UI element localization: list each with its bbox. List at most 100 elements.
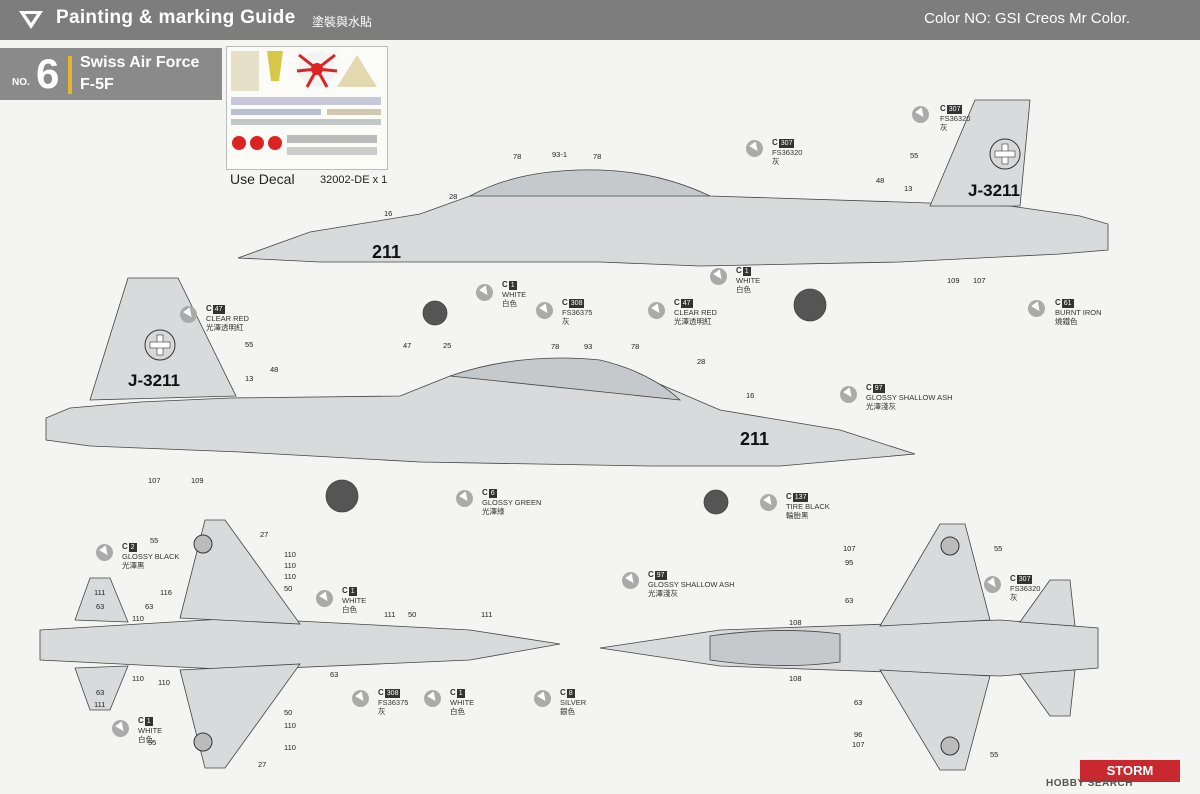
part-number: 110 xyxy=(284,550,296,559)
plan-view-top-fuselage xyxy=(599,619,1099,677)
color-callout-icon xyxy=(456,490,473,507)
part-number: 107 xyxy=(973,276,986,285)
part-number: 55 xyxy=(990,750,999,759)
side-view-right-canopy xyxy=(468,169,711,197)
part-number: 107 xyxy=(148,476,161,485)
part-number: 27 xyxy=(258,760,267,769)
part-number: 27 xyxy=(260,530,269,539)
side-view-left-nose-wheel xyxy=(703,489,729,515)
part-number: 63 xyxy=(96,688,105,697)
part-number: 55 xyxy=(910,151,919,160)
part-number: 16 xyxy=(746,391,755,400)
watermark: HOBBY SEARCH xyxy=(1046,778,1133,789)
color-callout-icon xyxy=(534,690,551,707)
color-callout-icon xyxy=(96,544,113,561)
page-title: Painting & marking Guide xyxy=(56,7,296,28)
part-number: 78 xyxy=(593,152,602,161)
color-callout-icon xyxy=(840,386,857,403)
part-number: 16 xyxy=(384,209,393,218)
decal-code: 32002-DE x 1 xyxy=(320,174,388,186)
part-number: 110 xyxy=(284,572,296,581)
part-number: 63 xyxy=(854,698,863,707)
color-callout-icon xyxy=(424,690,441,707)
part-number: 108 xyxy=(789,674,802,683)
part-number: 55 xyxy=(245,340,254,349)
part-number: 63 xyxy=(330,670,339,679)
side-view-left-main-wheel xyxy=(325,479,359,513)
scheme-no-label: NO. xyxy=(12,77,30,88)
part-number: 110 xyxy=(284,743,296,752)
part-number: 111 xyxy=(94,588,106,597)
page-title-cn: 塗裝與水貼 xyxy=(312,15,373,29)
part-number: 109 xyxy=(947,276,960,285)
scheme-number: 6 xyxy=(36,50,60,97)
color-callout-icon xyxy=(536,302,553,319)
part-number: 109 xyxy=(191,476,204,485)
part-number: 96 xyxy=(854,730,863,739)
part-number: 93 xyxy=(584,342,593,351)
brand-badge: STORM xyxy=(1080,760,1180,782)
part-number: 50 xyxy=(284,584,293,593)
scheme-model: F-5F xyxy=(80,76,114,93)
part-number: 111 xyxy=(384,610,396,619)
plan-view-top-tail-top xyxy=(1019,579,1076,627)
part-number: 111 xyxy=(94,700,106,709)
color-callout-icon xyxy=(984,576,1001,593)
side-view-left-canopy xyxy=(449,357,682,401)
part-number: 95 xyxy=(845,558,854,567)
side-view-right-nose-wheel xyxy=(422,300,448,326)
part-number: 93-1 xyxy=(552,150,568,159)
side-view-right-tail xyxy=(929,99,1031,207)
part-number: 108 xyxy=(789,618,802,627)
color-callout-icon xyxy=(1028,300,1045,317)
plan-view-top-wing-top xyxy=(879,523,991,627)
brand-logo-icon xyxy=(19,11,43,29)
color-callout-icon xyxy=(912,106,929,123)
part-number: 110 xyxy=(132,614,144,623)
part-number: 28 xyxy=(449,192,458,201)
part-number: 48 xyxy=(270,365,279,374)
part-number: 63 xyxy=(845,596,854,605)
part-number: 107 xyxy=(843,544,856,553)
part-number: 110 xyxy=(132,674,144,683)
color-callout-icon xyxy=(316,590,333,607)
part-number: 110 xyxy=(284,721,296,730)
plan-view-bottom-tail-bottom xyxy=(74,665,129,711)
part-number: 47 xyxy=(403,341,412,350)
part-number: 13 xyxy=(904,184,913,193)
color-callout-icon xyxy=(760,494,777,511)
side-view-right-main-wheel xyxy=(793,288,827,322)
part-number: 28 xyxy=(697,357,706,366)
part-number: 78 xyxy=(551,342,560,351)
color-callout-icon xyxy=(352,690,369,707)
part-number: 78 xyxy=(631,342,640,351)
use-decal-label: Use Decal xyxy=(230,171,295,187)
nose-number-left: 211 xyxy=(740,429,769,449)
part-number: 48 xyxy=(876,176,885,185)
part-number: 110 xyxy=(158,678,170,687)
plan-view-top-tail-bottom xyxy=(1019,669,1076,717)
part-number: 107 xyxy=(852,740,865,749)
plan-view-top-wing-bottom xyxy=(879,669,991,771)
part-number: 55 xyxy=(148,738,157,747)
part-number: 55 xyxy=(994,544,1003,553)
color-callout-icon xyxy=(180,306,197,323)
plan-view-bottom-fuselage xyxy=(39,617,561,671)
part-number: 50 xyxy=(408,610,417,619)
plan-view-bottom-wing-bottom xyxy=(179,663,301,769)
